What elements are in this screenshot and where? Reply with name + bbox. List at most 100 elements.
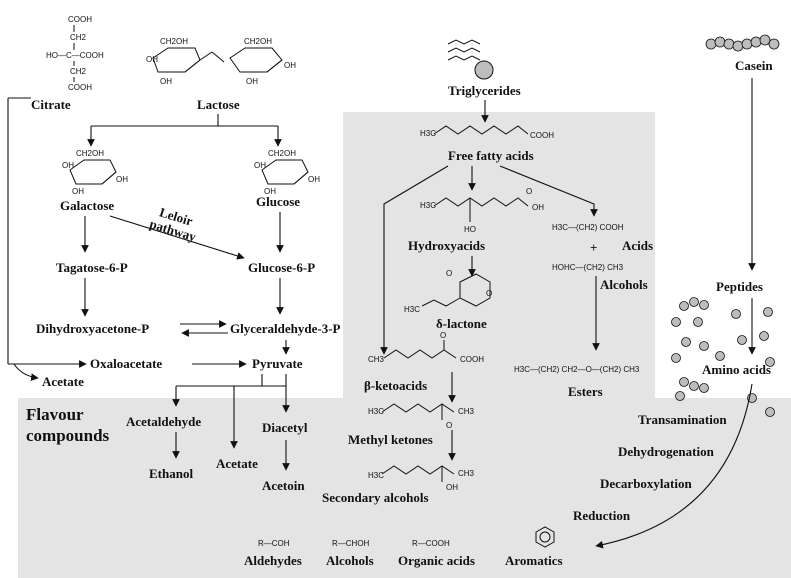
triglycerides-label: Triglycerides [448,83,521,98]
methyl-ketone-structure: H3C CH3 O [368,403,475,430]
secondary-alcohol-structure: H3C CH3 OH [368,465,475,492]
acid-formula-bottom: R—COOH [412,539,450,548]
svg-text:H3C: H3C [368,471,384,480]
svg-text:H3C: H3C [404,305,420,314]
svg-text:O: O [486,289,492,298]
alcohol-formula: HOHC—(CH2) CH3 [552,263,624,272]
svg-text:OH: OH [62,161,74,170]
oxaloacetate-label: Oxaloacetate [90,356,162,371]
svg-text:OH: OH [254,161,266,170]
svg-text:CH2OH: CH2OH [76,149,104,158]
svg-text:COOH: COOH [68,83,92,92]
svg-text:H3C: H3C [420,129,436,138]
ethanol-label: Ethanol [149,466,193,481]
amino-acid-dots [671,297,775,417]
svg-text:CH3: CH3 [368,355,385,364]
acetate-mid-label: Acetate [216,456,258,471]
amino-acids-label: Amino acids [702,362,771,377]
svg-text:HO—C—COOH: HO—C—COOH [46,51,104,60]
organic-acids-label: Organic acids [398,553,475,568]
svg-text:OH: OH [246,77,258,86]
svg-text:OH: OH [264,187,276,196]
svg-text:O: O [446,421,452,430]
glucose-structure: CH2OH OH OH OH [254,149,320,196]
compounds-label: compounds [26,426,110,445]
svg-text:O: O [440,331,446,340]
delta-lactone-label: δ-lactone [436,316,487,331]
shaded-region [18,112,791,578]
svg-text:CH2: CH2 [70,33,87,42]
plus-sign: + [590,240,597,255]
acetaldehyde-label: Acetaldehyde [126,414,201,429]
casein-label: Casein [735,58,773,73]
citrate-label: Citrate [31,97,71,112]
svg-text:H3C: H3C [368,407,384,416]
lactose-structure: CH2OH OH OH CH2OH OH OH [146,37,296,86]
alcohol-formula-bottom: R—CHOH [332,539,370,548]
svg-text:OH: OH [116,175,128,184]
acids-label: Acids [622,238,653,253]
ffa-branch-arrows [380,165,598,355]
svg-text:CH2: CH2 [70,67,87,76]
decarboxylation-label: Decarboxylation [600,476,692,491]
ffa-structure: H3C COOH [420,125,554,140]
acetate-left-label: Acetate [42,374,84,389]
svg-text:OH: OH [308,175,320,184]
glucose6p-label: Glucose-6-P [248,260,315,275]
ketoacid-structure: CH3 O COOH [368,331,484,364]
flavour-label: Flavour [26,405,84,424]
acid-formula: H3C—(CH2) COOH [552,223,624,232]
amino-acid-catabolism-arrow [595,383,753,549]
svg-text:COOH: COOH [530,131,554,140]
left-column-arrows [81,212,290,368]
svg-text:H3C: H3C [420,201,436,210]
leloir-arrow [109,215,245,260]
svg-text:OH: OH [160,77,172,86]
tagatose6p-label: Tagatose-6-P [56,260,128,275]
pyruvate-label: Pyruvate [252,356,303,371]
hydroxyacid-structure: H3C HO OH O [420,187,544,234]
aldehydes-label: Aldehydes [244,553,302,568]
casein-icon [705,34,780,52]
galactose-label: Galactose [60,198,114,213]
triglyceride-icon [447,39,494,80]
svg-text:CH2OH: CH2OH [244,37,272,46]
acetoin-label: Acetoin [262,478,305,493]
g3p-label: Glyceraldehyde-3-P [230,321,341,336]
lactose-split-arrows [87,114,282,147]
svg-text:CH3: CH3 [458,469,475,478]
svg-text:OH: OH [446,483,458,492]
dehydrogenation-label: Dehydrogenation [618,444,715,459]
ffa-label: Free fatty acids [448,148,534,163]
dhap-label: Dihydroxyacetone-P [36,321,149,336]
svg-text:O: O [446,269,452,278]
reduction-label: Reduction [573,508,631,523]
svg-text:COOH: COOH [68,15,92,24]
svg-text:CH2OH: CH2OH [268,149,296,158]
aldehyde-formula: R—COH [258,539,290,548]
hydroxyacids-label: Hydroxyacids [408,238,485,253]
diacetyl-label: Diacetyl [262,420,308,435]
alcohols-bottom-label: Alcohols [326,553,374,568]
beta-ketoacids-label: β-ketoacids [364,378,427,393]
leloir-label: Leloir pathway [148,204,198,244]
glucose-label: Glucose [256,194,300,209]
secondary-alcohols-label: Secondary alcohols [322,490,429,505]
aromatics-label: Aromatics [505,553,563,568]
benzene-icon [535,526,555,548]
transamination-label: Transamination [638,412,727,427]
svg-text:OH: OH [532,203,544,212]
svg-text:OH: OH [72,187,84,196]
methyl-ketones-label: Methyl ketones [348,432,433,447]
lactose-label: Lactose [197,97,240,112]
svg-text:OH: OH [146,55,158,64]
lactone-structure: O O H3C [404,269,492,314]
svg-text:O: O [526,187,532,196]
alcohols-label: Alcohols [600,277,648,292]
citrate-structure: COOH CH2 HO—C—COOH CH2 COOH [46,15,104,92]
svg-text:COOH: COOH [460,355,484,364]
ester-formula: H3C—(CH2) CH2—O—(CH2) CH3 [514,365,640,374]
citrate-path-arrows [7,97,87,381]
esters-label: Esters [568,384,603,399]
